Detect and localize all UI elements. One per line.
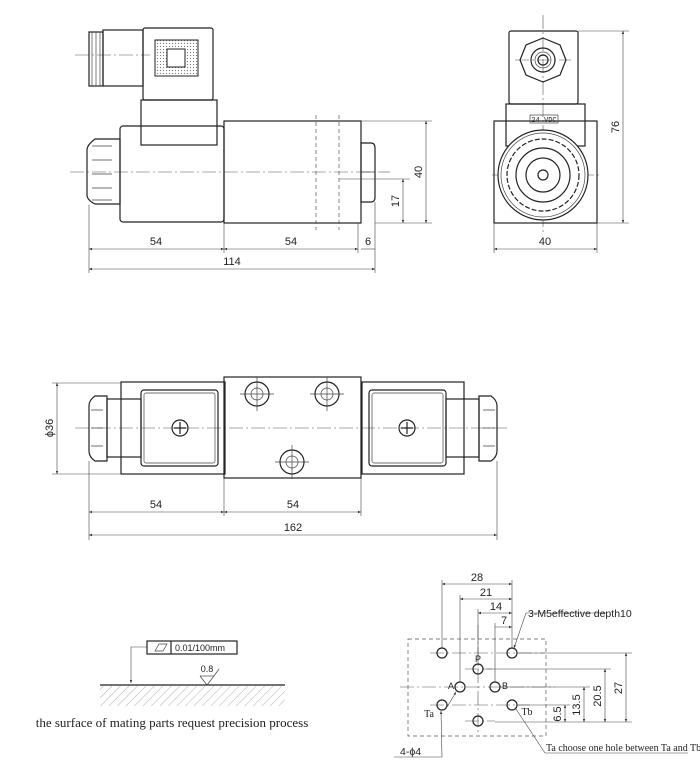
dim-13-5: 13.5 [571,694,583,715]
knurled-nut [86,138,121,205]
dim-body: 54 [287,499,299,511]
dim-20-5: 20.5 [592,685,604,706]
flatness-callout: 0.01/100mm 0.8 the surface of mating par… [36,640,309,730]
dim-7: 7 [501,615,507,627]
port-tb-label: Tb [521,707,532,718]
dim-coil: 54 [150,236,162,248]
dim-28: 28 [471,572,483,584]
dim-width: 40 [539,236,551,248]
dim-total: 114 [223,256,241,268]
port-pattern: 28 21 14 7 27 20.5 13.5 6.5 P A B Ta Tb … [394,572,700,758]
flatness-caption: the surface of mating parts request prec… [36,715,309,730]
dim-diameter: ϕ36 [44,419,56,437]
dim-27: 27 [613,682,625,694]
screw-icon [171,419,189,437]
t-port-note: Ta choose one hole between Ta and Tb [546,743,700,754]
dim-14: 14 [490,601,502,613]
flatness-icon [154,643,168,652]
port-p-label: P [475,654,481,664]
port-a-label: A [448,681,454,691]
dim-port-offset: 17 [390,195,402,207]
side-view: 54 54 6 114 40 17 [70,27,432,273]
port-b-label: B [502,681,508,691]
hole-note: 4-ϕ4 [400,746,421,758]
roughness-symbol [199,668,220,686]
dim-nut: 6 [365,236,371,248]
mount-hole [275,445,309,479]
dim-coil: 54 [150,499,162,511]
dim-21: 21 [480,587,492,599]
dim-height: 76 [610,121,622,133]
dim-6-5: 6.5 [552,706,564,721]
voltage-label: 24 VDC [531,117,556,125]
top-view: ϕ36 54 54 162 [44,376,510,540]
mount-hole [310,377,344,411]
flatness-tolerance: 0.01/100mm [175,643,225,653]
dim-height: 40 [413,166,425,178]
dim-total: 162 [284,522,302,534]
roughness-value: 0.8 [201,664,214,674]
port-ta-label: Ta [424,709,434,720]
connector-plug [88,27,214,101]
dim-body: 54 [285,236,297,248]
end-view: 24 VDC 76 40 [492,15,629,253]
screw-icon [398,419,416,437]
thread-note: 3-M5effective depth10 [528,608,632,620]
mount-hole [240,377,274,411]
